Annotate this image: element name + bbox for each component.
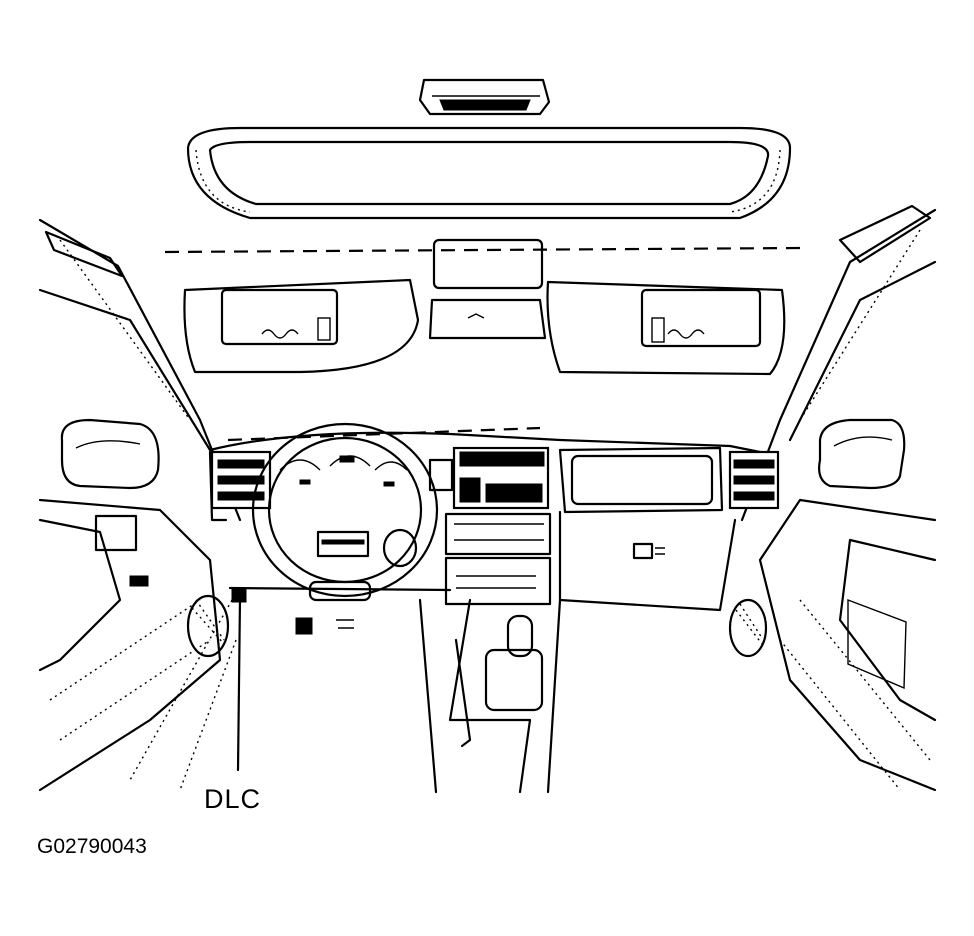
- left-air-vent: [210, 450, 272, 510]
- dlc-connector: [231, 587, 247, 603]
- rear-view-mirror: [418, 78, 551, 116]
- center-console: [418, 598, 562, 794]
- figure-id: G02790043: [37, 835, 147, 858]
- right-air-vent: [728, 450, 780, 510]
- left-sun-visor: [183, 278, 420, 374]
- left-door-panel: [38, 498, 222, 792]
- left-door-speaker: [186, 594, 230, 658]
- right-side-mirror: [818, 418, 906, 490]
- left-floor: [129, 599, 354, 791]
- dlc-leader-line: [236, 596, 242, 772]
- left-side-mirror: [60, 418, 160, 490]
- right-door-speaker: [728, 598, 768, 658]
- right-sun-visor: [546, 280, 786, 376]
- center-stack: [428, 446, 552, 606]
- instrument-cluster: [279, 455, 408, 487]
- windshield-header-trim: [186, 126, 792, 220]
- dlc-callout-label: DLC: [204, 784, 262, 814]
- steering-wheel: [251, 422, 439, 602]
- windshield-edge: [164, 246, 801, 254]
- center-console-overhead: [428, 238, 547, 340]
- right-door-panel: [758, 498, 937, 792]
- dashboard: [208, 426, 762, 612]
